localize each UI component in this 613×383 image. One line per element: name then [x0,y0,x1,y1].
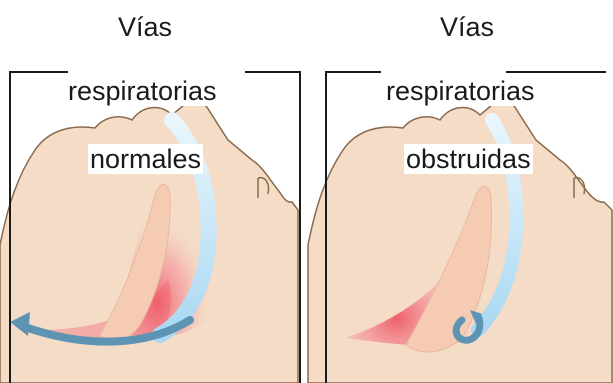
label-obstruidas: obstruidas [404,146,533,173]
label-normales: normales [88,146,203,173]
title-obstructed: Vías [440,14,494,41]
title-normal: Vías [118,14,172,41]
obstructed-airway-illustration [306,0,613,383]
normal-airway-illustration [0,0,306,383]
label-respiratorias-obstructed: respiratorias [384,78,537,105]
label-respiratorias-normal: respiratorias [66,78,219,105]
